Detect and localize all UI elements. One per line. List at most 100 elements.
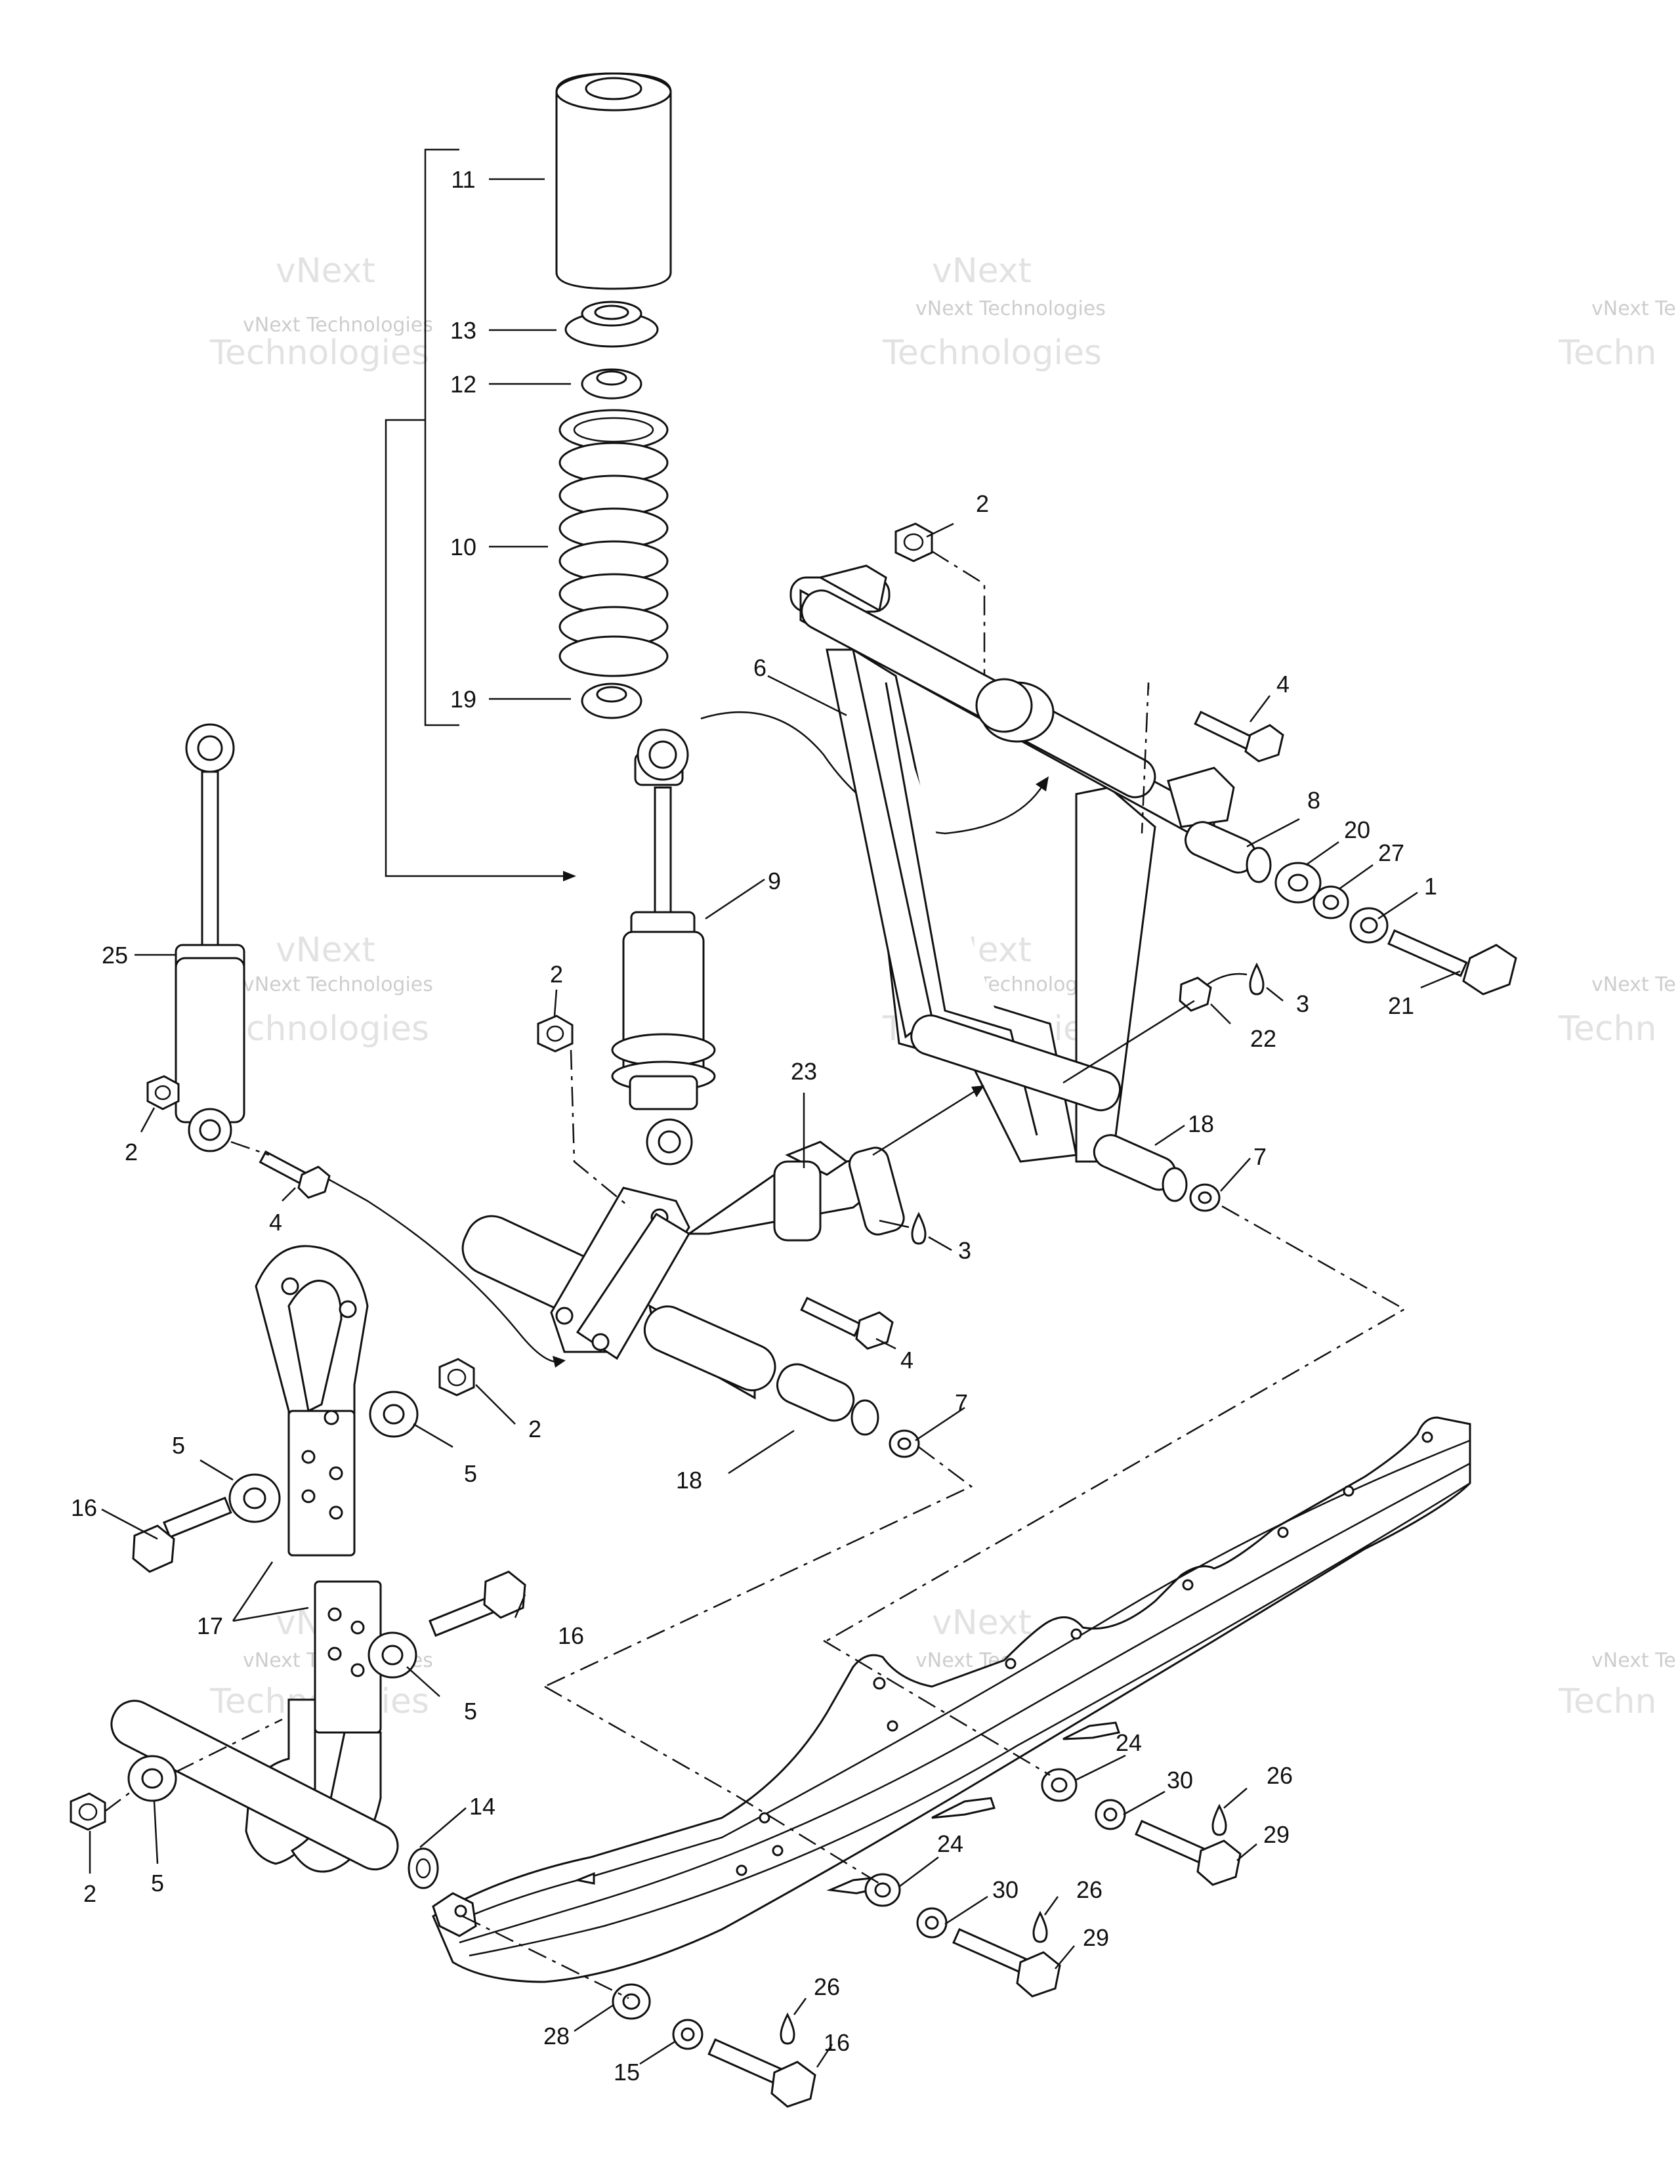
watermark-text: vNext bbox=[932, 1603, 1032, 1643]
callout-label: 4 bbox=[1276, 671, 1290, 698]
washer-5 bbox=[369, 1391, 419, 1438]
watermark-text: vNext Te bbox=[1591, 973, 1676, 996]
callout-label: 11 bbox=[451, 166, 475, 193]
watermark-text: Technologies bbox=[882, 333, 1102, 373]
callout-label: 15 bbox=[614, 2059, 640, 2086]
bolt-21 bbox=[1387, 929, 1517, 996]
callout-label: 24 bbox=[937, 1830, 963, 1857]
lock-washer-30 bbox=[916, 1907, 948, 1939]
callout-label: 2 bbox=[83, 1880, 96, 1907]
loctite-drop-26 bbox=[1211, 1803, 1227, 1836]
callout-label: 27 bbox=[1378, 839, 1404, 866]
callout-label: 6 bbox=[753, 654, 766, 681]
callout-label: 16 bbox=[824, 2029, 850, 2056]
callout-label: 4 bbox=[269, 1209, 282, 1236]
shock-absorber-25 bbox=[175, 723, 245, 1152]
callout-label: 12 bbox=[450, 371, 476, 398]
callout-label: 4 bbox=[900, 1347, 914, 1374]
shaft-8 bbox=[1185, 821, 1272, 883]
callout-label: 13 bbox=[450, 317, 476, 344]
spring-cover-11 bbox=[555, 72, 672, 290]
watermark-text: vNext Te bbox=[1591, 1649, 1676, 1672]
callout-label: 30 bbox=[1167, 1767, 1193, 1794]
callout-label: 29 bbox=[1083, 1924, 1109, 1951]
washer-20 bbox=[1274, 862, 1322, 904]
watermark-text: vNext Technologies bbox=[243, 973, 433, 996]
spring-seat-13 bbox=[564, 301, 659, 348]
watermark-text: vNext Technologies bbox=[243, 314, 433, 337]
washer-24 bbox=[1041, 1768, 1078, 1802]
watermark: vNext Te Techn bbox=[1558, 973, 1676, 1049]
washer-1 bbox=[1349, 907, 1389, 944]
spring-stopper-19 bbox=[581, 682, 642, 719]
callout-label: 16 bbox=[71, 1494, 97, 1521]
watermark-text: vNext bbox=[276, 931, 375, 970]
washer-24 bbox=[864, 1873, 901, 1907]
callout-label: 22 bbox=[1250, 1025, 1276, 1052]
callout-label: 10 bbox=[450, 534, 476, 560]
watermark-group: vNext vNext Technologies Technologies vN… bbox=[209, 251, 1676, 1721]
coil-spring-10 bbox=[558, 409, 669, 677]
callout-label: 28 bbox=[543, 2023, 570, 2049]
callout-label: 20 bbox=[1344, 816, 1370, 843]
callout-label: 23 bbox=[791, 1058, 817, 1085]
loctite-drop-26 bbox=[1032, 1910, 1048, 1943]
callout-label: 25 bbox=[102, 942, 128, 969]
watermark: vNext vNext Technologies Technologies bbox=[209, 251, 433, 373]
watermark-text: vNext bbox=[932, 251, 1032, 291]
loctite-drop-26 bbox=[780, 2012, 795, 2045]
callout-label: 26 bbox=[1076, 1876, 1102, 1903]
washer-5 bbox=[127, 1755, 177, 1802]
callout-label: 5 bbox=[464, 1460, 477, 1487]
callout-label: 26 bbox=[1267, 1762, 1293, 1789]
callout-label: 5 bbox=[172, 1432, 185, 1459]
watermark: vNext vNext Technologies Technologies bbox=[209, 931, 433, 1049]
nut-2 bbox=[70, 1792, 106, 1831]
bolt-4 bbox=[1194, 710, 1284, 763]
bolt-16 bbox=[429, 1570, 526, 1637]
lock-washer-15 bbox=[672, 2019, 704, 2050]
nut-2 bbox=[146, 1075, 180, 1110]
shaft-18 bbox=[1093, 1134, 1188, 1202]
callout-label: 21 bbox=[1388, 992, 1414, 1019]
washer-5 bbox=[368, 1631, 417, 1679]
callout-label: 19 bbox=[450, 686, 476, 713]
nut-2 bbox=[438, 1358, 475, 1396]
watermark: vNext vNext Technologies Technologies bbox=[882, 251, 1106, 373]
callout-labels: 11 13 12 10 19 2 6 4 8 20 27 1 21 3 22 9… bbox=[71, 166, 1437, 2086]
bolt-16 bbox=[707, 2038, 816, 2108]
callout-label: 3 bbox=[958, 1237, 971, 1264]
washer-7 bbox=[1189, 1183, 1221, 1212]
callout-label: 8 bbox=[1307, 787, 1320, 814]
bolt-4 bbox=[259, 1150, 331, 1199]
callout-label: 24 bbox=[1116, 1729, 1142, 1756]
watermark-text: vNext Technologies bbox=[915, 297, 1106, 320]
nut-2 bbox=[537, 1015, 574, 1053]
lock-washer-30 bbox=[1095, 1799, 1126, 1830]
bolt-29 bbox=[952, 1928, 1061, 1998]
callout-label: 29 bbox=[1263, 1821, 1290, 1848]
washer-28 bbox=[612, 1983, 651, 2020]
watermark: vNext Te Techn bbox=[1558, 1649, 1676, 1721]
watermark-text: Technologies bbox=[209, 333, 429, 373]
watermark-text: Technologies bbox=[209, 1009, 429, 1049]
washer-27 bbox=[1312, 885, 1349, 919]
callout-label: 2 bbox=[976, 490, 989, 517]
watermark: vNext Te Techn bbox=[1558, 297, 1676, 373]
watermark-text: Techn bbox=[1558, 1009, 1656, 1049]
bolt-4 bbox=[800, 1296, 894, 1350]
callout-label: 30 bbox=[992, 1876, 1018, 1903]
spring-stopper-12 bbox=[581, 368, 642, 400]
callout-label: 9 bbox=[768, 868, 781, 894]
grease-drop-3 bbox=[1249, 962, 1265, 996]
callout-label: 26 bbox=[814, 1973, 840, 2000]
callout-label: 3 bbox=[1296, 990, 1309, 1017]
callout-label: 7 bbox=[1253, 1143, 1267, 1170]
grease-drop-3 bbox=[879, 1211, 927, 1245]
nut-2 bbox=[894, 522, 933, 562]
bolt-29 bbox=[1135, 1820, 1242, 1886]
callout-label: 2 bbox=[125, 1139, 138, 1166]
leader-lines bbox=[89, 178, 1461, 2068]
callout-label: 5 bbox=[151, 1870, 164, 1897]
